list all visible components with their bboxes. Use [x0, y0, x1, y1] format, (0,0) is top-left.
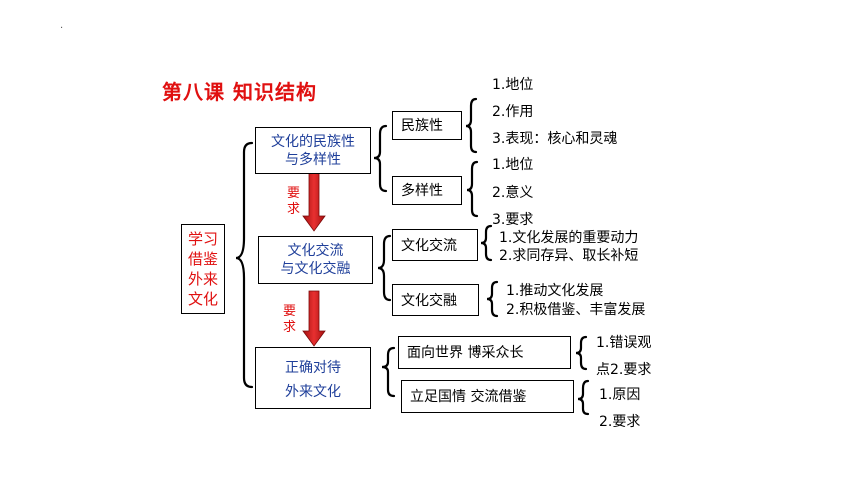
arrow-label-1: 要 求 — [287, 186, 300, 218]
level1-line: 外来文化 — [285, 384, 341, 400]
root-brace — [235, 141, 254, 389]
arrow-label-line: 求 — [287, 202, 301, 217]
level2-label: 立足国情 交流借鉴 — [410, 389, 527, 405]
leaf-item: 2.求同存异、取长补短 — [499, 248, 639, 264]
arrow-label-line: 要 — [283, 304, 297, 319]
arrow-label-line: 求 — [283, 320, 297, 335]
level2-label: 面向世界 博采众长 — [407, 345, 524, 361]
brace-leaf-2 — [466, 160, 479, 218]
leaf-item: 1.推动文化发展 — [506, 283, 604, 299]
leaf-item: 2.作用 — [492, 104, 534, 120]
leaf-item: 2.积极借鉴、丰富发展 — [506, 302, 646, 318]
leaf-item: 1.地位 — [492, 157, 534, 173]
root-box: 学习 借鉴 外来 文化 — [181, 224, 225, 314]
level2-label: 文化交融 — [401, 293, 457, 309]
level1-box-minzu-duoyang: 文化的民族性 与多样性 — [255, 127, 371, 174]
level2-box-lizu: 立足国情 交流借鉴 — [401, 380, 574, 413]
root-line: 文化 — [187, 290, 218, 308]
brace-leaf-3 — [480, 224, 493, 262]
leaf-item: 1.原因 — [599, 387, 641, 403]
page-title: 第八课 知识结构 — [162, 80, 317, 104]
leaf-item: 3.表现：核心和灵魂 — [492, 131, 618, 147]
leaf-item: 2.意义 — [492, 185, 534, 201]
leaf-item: 1.地位 — [492, 77, 534, 93]
brace-level1-c — [381, 346, 396, 398]
brace-leaf-5 — [575, 335, 588, 371]
brace-level1-b — [377, 234, 392, 302]
leaf-item: 2.要求 — [599, 414, 641, 430]
root-line: 学习 — [187, 230, 218, 248]
level1-line: 与文化交融 — [280, 261, 351, 277]
leaf-item: 1.文化发展的重要动力 — [499, 230, 639, 246]
brace-leaf-1 — [465, 97, 478, 154]
corner-dot: . — [60, 20, 64, 31]
leaf-item: 点2.要求 — [596, 362, 652, 378]
brace-level1-a — [373, 124, 388, 193]
level2-box-minzuxing: 民族性 — [392, 111, 462, 140]
arrow-label-line: 要 — [287, 186, 301, 201]
level1-box-zhengque: 正确对待 外来文化 — [255, 347, 371, 409]
arrow-label-2: 要 求 — [283, 304, 296, 336]
level1-line: 文化交流 — [287, 243, 344, 259]
level2-box-mianxiang: 面向世界 博采众长 — [398, 336, 571, 369]
level1-box-jiaoliu-jiaorong: 文化交流 与文化交融 — [258, 236, 373, 284]
level2-label: 多样性 — [401, 183, 443, 199]
root-line: 借鉴 — [187, 250, 218, 268]
level2-box-jiaoliu: 文化交流 — [392, 229, 478, 261]
level2-box-duoyangxing: 多样性 — [392, 176, 462, 205]
arrow-down-1 — [302, 171, 326, 232]
level2-box-jiaorong: 文化交融 — [392, 284, 479, 316]
root-line: 外来 — [187, 270, 218, 288]
level1-line: 文化的民族性 — [271, 134, 355, 150]
leaf-item: 1.错误观 — [596, 335, 652, 351]
level1-line: 正确对待 — [285, 360, 341, 376]
level1-line: 与多样性 — [285, 152, 341, 168]
arrow-down-2 — [302, 290, 326, 347]
level2-label: 民族性 — [401, 118, 443, 134]
brace-leaf-6 — [577, 379, 590, 416]
level2-label: 文化交流 — [401, 238, 457, 254]
brace-leaf-4 — [486, 280, 499, 318]
leaf-item: 3.要求 — [492, 212, 534, 228]
